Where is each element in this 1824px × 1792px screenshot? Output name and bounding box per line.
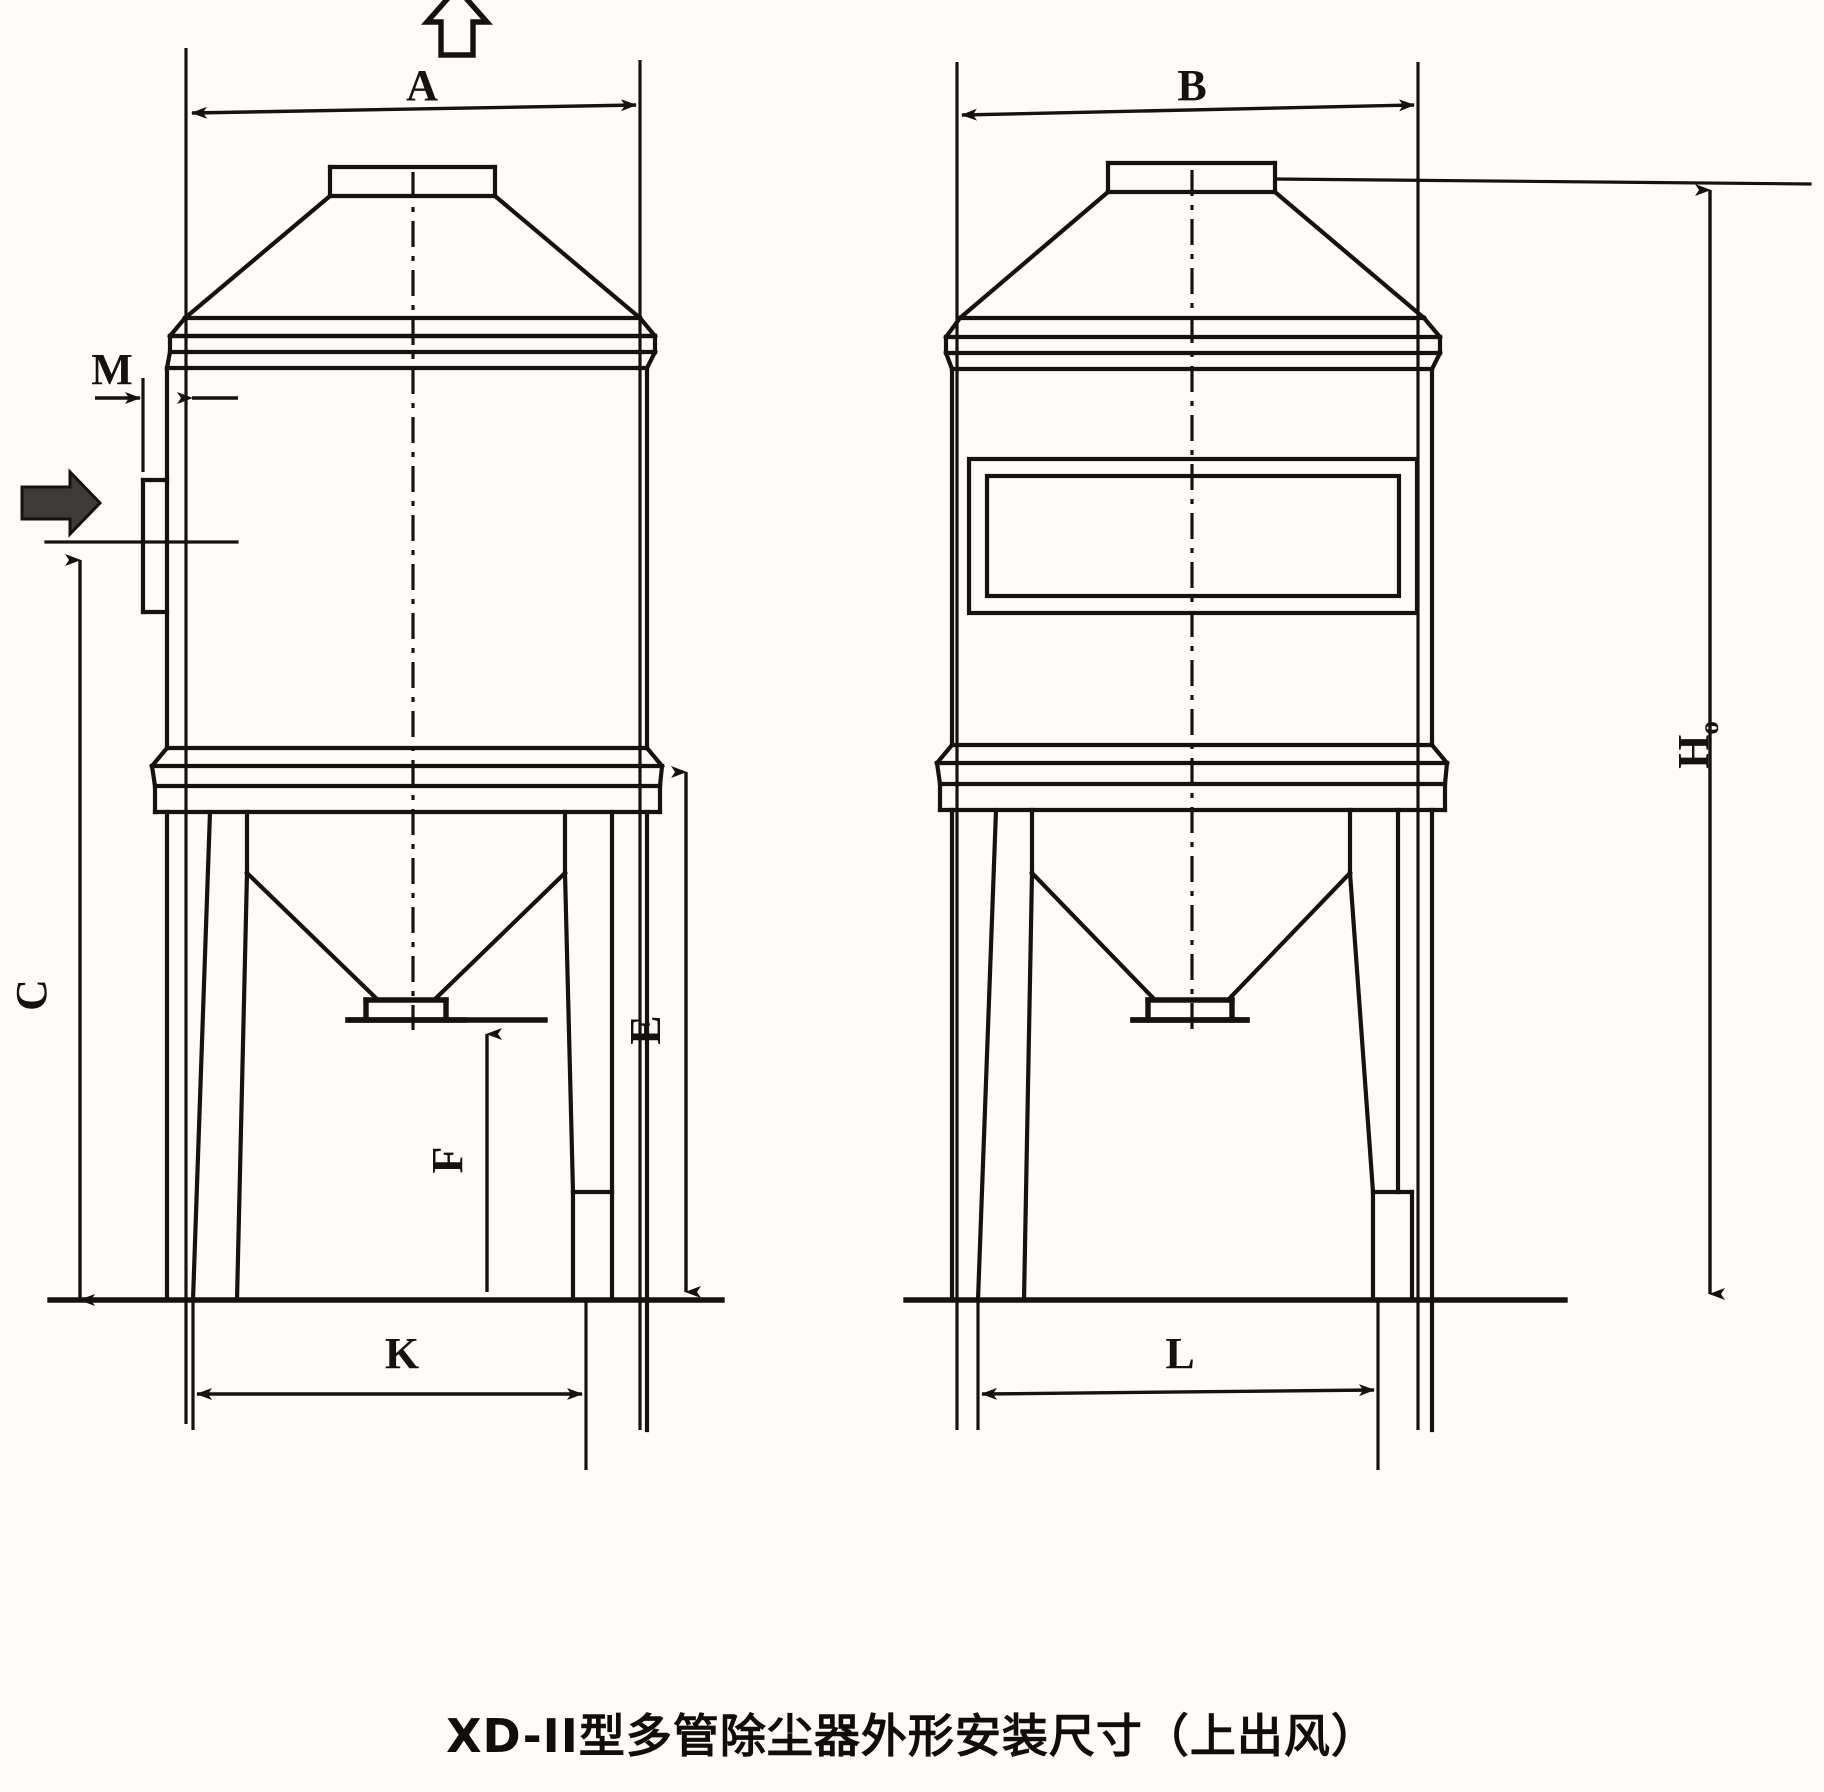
dimension-label-l: L [1165,1329,1194,1378]
dimension-label-f: F [423,1147,472,1174]
dimension-a: A [191,61,637,119]
dimension-c: C [7,554,95,1306]
front-view: A [7,0,725,1470]
lower-flange [149,745,665,815]
dimension-label-c: C [7,979,56,1011]
upper-flange-rings [164,315,658,371]
dimension-label-m: M [91,345,133,394]
discharge-flange [345,997,467,1023]
dimension-f: F [423,1028,502,1292]
hopper-cone [244,809,568,1003]
dimension-label-b: B [1177,61,1206,110]
dimension-e: E [621,766,701,1298]
body-shell [164,365,650,751]
body-shell [949,366,1435,748]
drawing-caption: XD-II型多管除尘器外形安装尺寸（上出风） [446,1709,1378,1763]
gas-inlet-nozzle [140,477,170,615]
support-legs [949,807,1435,1433]
transition-cone [182,193,643,321]
dimension-b: B [961,61,1415,121]
dimension-ho: Ho [1669,184,1725,1300]
side-view: B [903,61,1812,1470]
dimension-k: K [191,1300,588,1470]
hopper-cone [1029,807,1353,1003]
gas-inlet-arrow-icon [20,468,103,538]
support-legs [164,809,650,1433]
dimension-l: L [976,1300,1380,1470]
discharge-flange [1130,997,1250,1023]
transition-cone [957,189,1427,321]
dimension-label-e: E [621,1015,670,1044]
dimension-label-k: K [385,1329,419,1378]
ext-line-ho-top [1273,177,1812,186]
gas-outlet-arrow-icon [421,0,493,58]
dimension-label-ho: Ho [1669,721,1724,769]
dimension-label-a: A [406,61,438,110]
dimension-m: M [91,345,238,472]
